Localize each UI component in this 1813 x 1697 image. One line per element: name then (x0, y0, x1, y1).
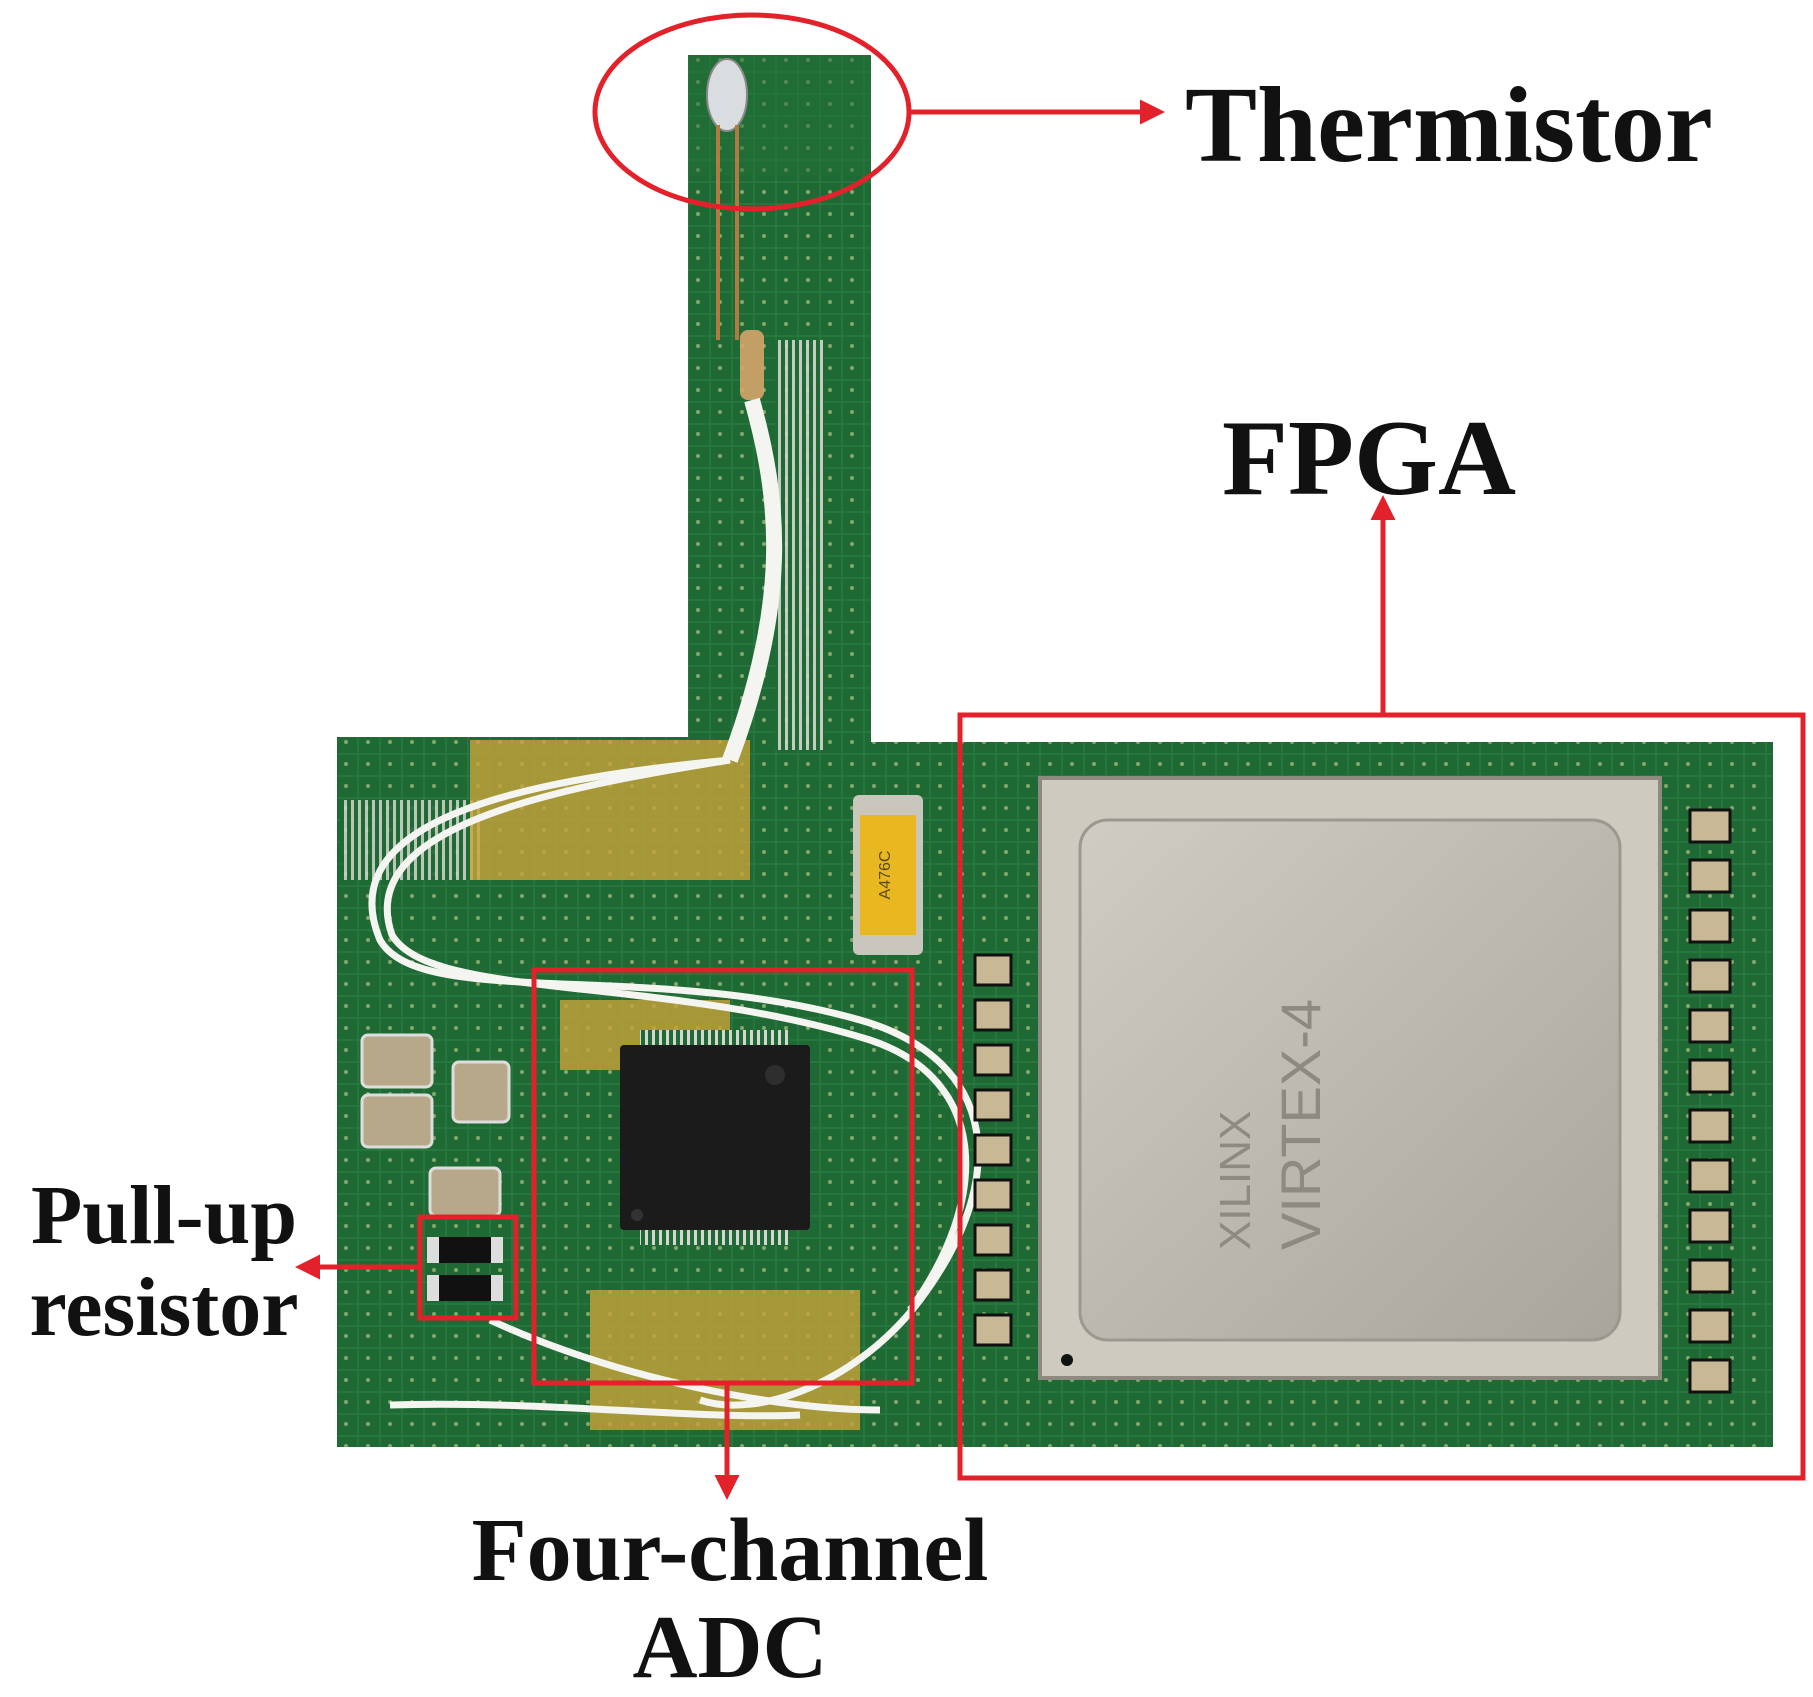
fpga-chip: XILINX VIRTEX-4 (1038, 776, 1662, 1380)
fpga-brand: XILINX (1211, 1111, 1260, 1250)
capacitor-marking: A476C (877, 851, 894, 900)
pull-up-label-line2: resistor (29, 1261, 299, 1355)
adc-chip (620, 1030, 810, 1245)
smd-capacitors (360, 1033, 511, 1218)
adc-highlight (531, 967, 915, 1386)
adc-label-line2: ADC (632, 1598, 828, 1697)
tantalum-capacitor: A476C (853, 795, 923, 955)
annotation-overlays (295, 12, 1806, 1500)
fpga-decoupling-caps (973, 808, 1732, 1394)
thermistor-probe (706, 58, 783, 763)
fpga-label: FPGA (1222, 399, 1516, 518)
pull-up-label-line1: Pull-up (30, 1169, 298, 1262)
adc-label: Four-channel ADC (470, 1501, 990, 1697)
fpga-family: VIRTEX-4 (1269, 999, 1332, 1250)
adc-label-line1: Four-channel (471, 1501, 989, 1600)
thermistor-label: Thermistor (1185, 66, 1713, 185)
pull-up-resistors (427, 1237, 503, 1301)
pull-up-resistor-label: Pull-up resistor (14, 1169, 314, 1355)
